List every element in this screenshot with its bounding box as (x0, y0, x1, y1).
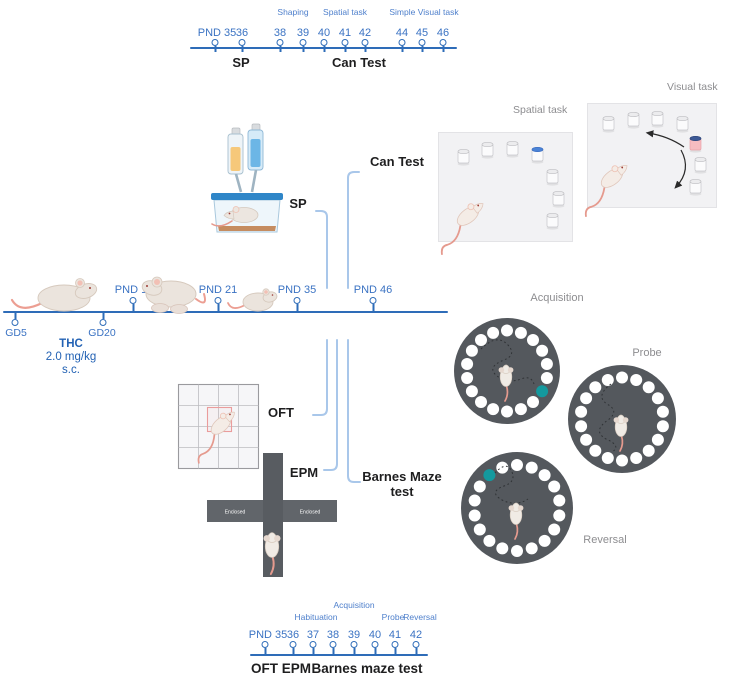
phase-probe: Probe (381, 612, 405, 622)
cans (457, 140, 565, 230)
tick-label: PND 35 (248, 629, 288, 641)
cans (602, 110, 707, 196)
tick-label: 38 (273, 27, 287, 39)
tick-label: 44 (395, 27, 409, 39)
phase-spatial-task: Spatial task (323, 7, 367, 17)
timeline-tick (289, 641, 297, 654)
bracket-oft (312, 339, 328, 416)
phase-simple-visual-task: Simple Visual task (389, 7, 459, 17)
phase-reversal: Reversal (403, 612, 437, 622)
juvenile-mouse-icon (227, 288, 278, 312)
callout-sp-label: SP (289, 196, 307, 211)
tick-label: PND 46 (353, 284, 393, 296)
open-field-test (177, 383, 260, 470)
tick-label: PND 21 (198, 284, 238, 296)
tick-label: 42 (409, 629, 423, 641)
rotation-arrows (645, 130, 687, 189)
callout-can-test-label: Can Test (370, 154, 424, 169)
bottom-timeline-bar (250, 654, 428, 657)
tick-label: 39 (347, 629, 361, 641)
bracket-epm (323, 339, 338, 471)
cage (211, 193, 283, 233)
barnes-probe-title: Probe (632, 347, 662, 359)
target-can-blue (531, 146, 544, 164)
treatment-dose: 2.0 mg/kg (45, 351, 97, 363)
timeline-tick (371, 641, 379, 654)
timeline-tick (309, 641, 317, 654)
escape-hole (483, 469, 496, 482)
tick-label: GD5 (5, 327, 27, 339)
enclosed-arm-label: Enclosed (300, 510, 321, 516)
tick-label: PND 35 (277, 284, 317, 296)
bracket-barnes (347, 339, 361, 483)
tick-label: 39 (296, 27, 310, 39)
top-test-can: Can Test (332, 55, 386, 70)
adult-rat-icon (10, 278, 98, 312)
barnes-mazes (454, 318, 676, 564)
timeline-mice (10, 276, 278, 314)
enclosed-arm-label: Enclosed (225, 510, 246, 516)
sucrose-preference-apparatus (211, 123, 283, 233)
treatment-route: s.c. (62, 364, 80, 376)
bracket-sp (315, 210, 328, 289)
callout-epm-label: EPM (289, 465, 319, 480)
visual-task-panel (571, 103, 717, 218)
escape-hole (536, 385, 549, 398)
tick-label: PND 1 (114, 284, 148, 296)
tick-label: 46 (436, 27, 450, 39)
dam-with-pups-icon (141, 276, 206, 314)
mouse-in-cage-icon (211, 206, 259, 227)
treatment-name: THC (59, 338, 83, 350)
top-test-sp: SP (232, 55, 250, 70)
top-timeline-bar (190, 47, 457, 50)
phase-shaping: Shaping (277, 7, 309, 17)
tick-label: 36 (235, 27, 249, 39)
timeline-tick (350, 641, 358, 654)
visual-task-title: Visual task (667, 81, 718, 93)
tick-label: 37 (306, 629, 320, 641)
tick-label: 36 (286, 629, 300, 641)
timeline-tick (11, 313, 19, 326)
timeline-tick (99, 313, 107, 326)
tick-label: 40 (368, 629, 382, 641)
tick-label: 42 (358, 27, 372, 39)
timeline-tick (261, 641, 269, 654)
bottle-sucrose (227, 127, 244, 193)
tick-label: PND 35 (197, 27, 237, 39)
timeline-tick (293, 297, 301, 312)
tick-label: 40 (317, 27, 331, 39)
spatial-task-title: Spatial task (513, 104, 568, 116)
timeline-tick (129, 297, 137, 312)
tick-label: 41 (388, 629, 402, 641)
tick-label: 38 (326, 629, 340, 641)
tick-label: 41 (338, 27, 352, 39)
main-timeline-bar (3, 311, 448, 314)
bottom-test-oft-epm: OFT EPM (251, 661, 311, 676)
barnes-probe (568, 365, 676, 473)
callout-oft-label: OFT (268, 405, 294, 420)
barnes-acquisition (454, 318, 560, 424)
tick-label: GD20 (88, 327, 116, 339)
phase-habituation: Habituation (294, 612, 338, 622)
timeline-tick (391, 641, 399, 654)
phase-acquisition: Acquisition (333, 600, 375, 610)
callout-barnes-label-line1: Barnes Maze (362, 469, 442, 484)
timeline-tick (329, 641, 337, 654)
elevated-plus-maze: Enclosed Enclosed (207, 453, 337, 577)
target-can-pink (689, 135, 702, 153)
bracket-can-test (347, 171, 360, 289)
timeline-tick (369, 297, 377, 312)
tick-label: 45 (415, 27, 429, 39)
callout-barnes-label-line2: test (390, 484, 414, 499)
spatial-task-panel (427, 132, 573, 256)
bottle-water (247, 123, 264, 193)
timeline-tick (214, 297, 222, 312)
barnes-acquisition-title: Acquisition (530, 292, 584, 304)
barnes-reversal-title: Reversal (583, 534, 627, 546)
barnes-reversal (461, 452, 573, 564)
timeline-tick (412, 641, 420, 654)
bottom-test-barnes: Barnes maze test (311, 661, 423, 676)
